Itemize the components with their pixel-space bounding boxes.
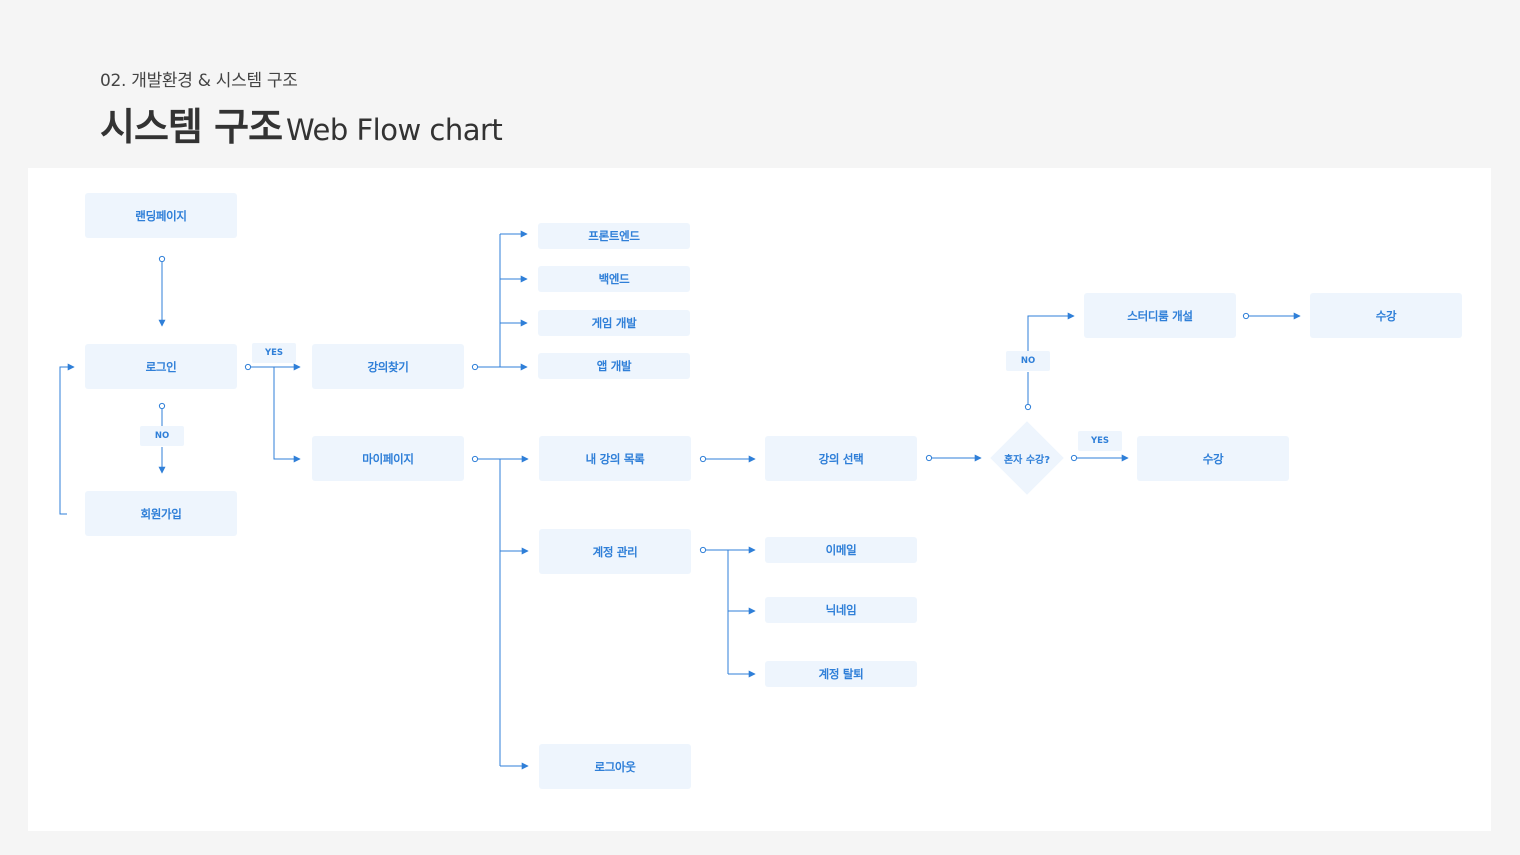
node-select-course: 강의 선택 — [765, 436, 917, 481]
page-subtitle: 02. 개발환경 & 시스템 구조 — [100, 71, 298, 91]
connector-dot — [471, 363, 479, 371]
node-email: 이메일 — [765, 537, 917, 563]
node-mypage: 마이페이지 — [312, 436, 464, 481]
connector-dot — [158, 402, 166, 410]
node-nickname: 닉네임 — [765, 597, 917, 623]
connector-dot — [1024, 403, 1032, 411]
connector-dot — [158, 255, 166, 263]
tag-login-yes: YES — [252, 343, 296, 363]
connector-dot — [471, 455, 479, 463]
connector-dot — [1070, 454, 1078, 462]
connector-dot — [1242, 312, 1250, 320]
flowchart-panel: 랜딩페이지 로그인 회원가입 NO YES 강의찾기 마이페이지 프론트엔드 백… — [28, 168, 1491, 831]
page-title-english: Web Flow chart — [286, 113, 503, 147]
tag-solo-yes: YES — [1078, 431, 1122, 451]
decision-label: 혼자 수강? — [1003, 454, 1051, 466]
connector-dot — [699, 455, 707, 463]
node-studyroom: 스터디룸 개설 — [1084, 293, 1236, 338]
node-backend: 백엔드 — [538, 266, 690, 292]
connector-dot — [925, 454, 933, 462]
flowchart-connectors — [59, 230, 1301, 770]
node-landing: 랜딩페이지 — [85, 193, 237, 238]
node-withdraw: 계정 탈퇴 — [765, 661, 917, 687]
node-logout: 로그아웃 — [539, 744, 691, 789]
tag-solo-no: NO — [1006, 351, 1050, 371]
node-app-dev: 앱 개발 — [538, 353, 690, 379]
connector-solo-no-top — [1027, 312, 1075, 351]
node-game-dev: 게임 개발 — [538, 310, 690, 336]
node-my-courses: 내 강의 목록 — [539, 436, 691, 481]
node-find-course: 강의찾기 — [312, 344, 464, 389]
node-attend-bottom: 수강 — [1137, 436, 1289, 481]
node-solo-question: 혼자 수강? — [990, 421, 1064, 495]
connector-dot — [699, 546, 707, 554]
node-signup: 회원가입 — [85, 491, 237, 536]
connector-signup-loop — [59, 363, 75, 515]
connector-login-mypage — [273, 367, 301, 463]
tag-login-no: NO — [140, 426, 184, 446]
node-frontend: 프론트엔드 — [538, 223, 690, 249]
connector-dot — [244, 363, 252, 371]
page-title-korean: 시스템 구조 — [100, 105, 283, 149]
node-account-mgmt: 계정 관리 — [539, 529, 691, 574]
node-login: 로그인 — [85, 344, 237, 389]
node-attend-top: 수강 — [1310, 293, 1462, 338]
